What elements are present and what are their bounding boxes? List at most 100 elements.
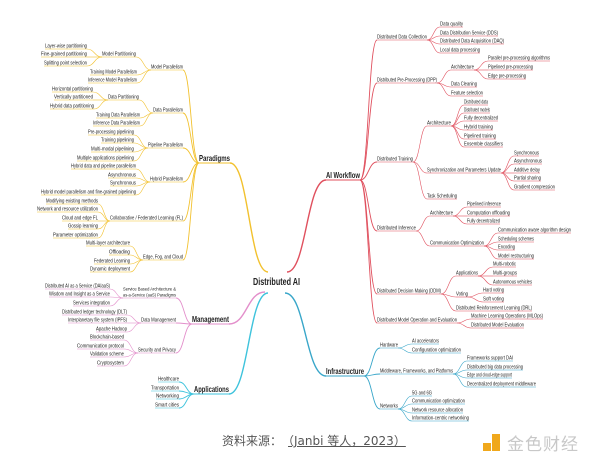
connector-line	[139, 112, 154, 127]
node-distributed-inference: Distributed Inference	[377, 226, 416, 232]
node-distributed-decision-making-ddm: Distributed Decision Making (DDM)	[377, 289, 441, 295]
node-parameter-optimization: Parameter optimization	[53, 233, 98, 239]
node-transportation: Transportation	[151, 386, 179, 392]
connector-line	[359, 179, 378, 324]
node-hybrid-model-parallelism-and-fine-grained-pipelining: Hybrid model parallelism and fine-graine…	[41, 190, 136, 196]
node-collaborative-federated-learning-fl: Collaborative / Federated Learning (FL)	[110, 216, 183, 222]
node-multi-robotic: Multi-robotic	[493, 262, 516, 268]
node-data-management: Data Management	[141, 318, 176, 324]
connector-line	[97, 220, 111, 230]
node-multiple-applications-pipelining: Multiple applications pipelining	[77, 156, 134, 162]
connector-line	[359, 179, 378, 295]
connector-line	[182, 147, 200, 164]
connector-line	[397, 343, 413, 349]
node-configuration-optimization: Configuration optimization	[412, 348, 461, 354]
node-training-data-parallelism: Training Data Parallelism	[96, 113, 140, 119]
node-edge-pre-processing: Edge pre-processing	[488, 74, 526, 80]
node-blockchain-based: Blockchain-based	[90, 335, 124, 341]
connector-line	[473, 69, 489, 80]
connector-line	[500, 163, 515, 174]
node-data-quality: Data quality	[440, 22, 463, 28]
connector-line	[363, 373, 381, 377]
connector-line	[412, 125, 428, 163]
connector-line	[178, 390, 195, 395]
node-horizontal-partitioning: Horizontal partitioning	[52, 87, 93, 93]
node-multi-groups: Multi-groups	[493, 271, 517, 277]
connector-line	[133, 134, 149, 149]
connector-line	[178, 393, 195, 409]
node-distributed-ai-as-a-service-daiaas: Distributed AI as a Service (DAIaaS)	[45, 284, 110, 290]
node-distributed-model-operation-and-evaluation: Distributed Model Operation and Evaluati…	[377, 318, 457, 324]
node-vertically-partitioned: Vertically partitioned	[54, 95, 93, 101]
node-fully-decentralized: Fully decentralized	[464, 116, 498, 122]
connector-line	[359, 179, 378, 232]
node-distributed-pre-processing-dpp: Distributed Pre-Processing (DPP)	[377, 78, 437, 84]
connector-line	[359, 82, 378, 181]
node-asynchronous: Asynchronous	[514, 159, 542, 165]
connector-line	[126, 314, 142, 324]
node-data-cleaning: Data Cleaning	[451, 82, 477, 88]
node-parallel-pre-processing-algorithms: Parallel pre-processing algorithms	[488, 56, 550, 62]
connector-line	[182, 162, 200, 261]
branch-ai-workflow: AI Workflow	[326, 170, 360, 180]
connector-line	[109, 297, 124, 307]
connector-line	[228, 292, 269, 395]
node-networking: Networking	[156, 394, 179, 400]
node-ai-accelerators: AI accelerators	[412, 339, 439, 345]
node-model-partitioning: Model Partitioning	[102, 52, 136, 58]
connector-line	[135, 181, 151, 196]
node-model-parallelism: Model Parallelism	[151, 65, 183, 71]
node-hard-voting: Hard voting	[483, 288, 504, 294]
source-label: 资料来源：	[222, 434, 283, 448]
node-inference-data-parallelism: Inference Data Parallelism	[93, 121, 140, 127]
node-architecture: Architecture	[451, 65, 474, 71]
node-computation-offloading: Computation offloading	[467, 211, 510, 217]
node-distributed-data-acquisition-daq: Distributed Data Acquisition (DAQ)	[440, 39, 504, 45]
node-communication-optimization: Communication Optimization	[430, 241, 484, 247]
node-multi-layer-architecture: Multi-layer architecture	[86, 241, 130, 247]
connector-line	[440, 293, 457, 312]
connector-line	[286, 179, 327, 273]
node-distributed-data-collection: Distributed Data Collection	[377, 35, 427, 41]
connector-line	[138, 99, 154, 114]
node-network-resource-allocation: Network resource allocation	[412, 408, 463, 414]
connector-line	[440, 275, 457, 295]
node-edge-and-cloud-edge-support: Edge and cloud-edge support	[467, 373, 512, 379]
node-labels: Paradigms Model Parallelism Model Partitio…	[37, 22, 571, 422]
connector-line	[182, 69, 200, 164]
node-middleware-frameworks-and-platforms: Middleware, Frameworks, and Platforms	[380, 369, 453, 375]
connector-line	[452, 206, 468, 217]
node-local-data-processing: Local data processing	[440, 48, 480, 54]
node-hardware: Hardware	[380, 343, 398, 349]
node-pipelined-pre-processing: Pipelined pre-processing	[488, 65, 533, 71]
node-pipelined-training: Pipelined training	[464, 134, 496, 140]
node-distributed-big-data-processing: Distributed big data processing	[467, 365, 523, 371]
node-hybrid-training: Hybrid training	[464, 125, 493, 131]
watermark-logo: 金色财经	[483, 430, 579, 455]
node-synchronization-and-parameters-update: Synchronization and Parameters Update	[427, 168, 501, 174]
node-security-and-privacy: Security and Privacy	[138, 348, 176, 354]
node-distributed-ledger-technology-dlt: Distributed ledger technology (DLT)	[62, 310, 127, 316]
connector-line	[126, 322, 142, 333]
branch-applications: Applications	[194, 384, 229, 394]
connector-line	[135, 56, 152, 71]
node-hybrid-data-partitioning: Hybrid data partitioning	[50, 104, 94, 110]
node-autonomous-vehicles: Autonomous vehicles	[493, 280, 532, 286]
connector-line	[86, 48, 103, 58]
connector-line	[500, 172, 515, 191]
node-pipeline-parallelism: Pipeline Parallelism	[148, 143, 183, 149]
node-fully-decentralized: Fully decentralized	[467, 219, 500, 225]
connector-line	[123, 352, 139, 367]
node-communication-optimization: Communication optimization	[412, 399, 465, 405]
node-communication-aware-algorithm-design: Communication aware algorithm design	[498, 228, 571, 234]
connector-line	[436, 69, 452, 84]
connector-line	[228, 291, 266, 325]
branch-paradigms: Paradigms	[199, 153, 230, 163]
connector-line	[436, 82, 452, 97]
node-soft-voting: Soft voting	[483, 297, 504, 303]
branch-management: Management	[192, 314, 229, 324]
connectors	[37, 26, 571, 422]
connector-line	[412, 161, 428, 200]
node-frameworks-support-dai: Frameworks support DAI	[467, 356, 513, 362]
